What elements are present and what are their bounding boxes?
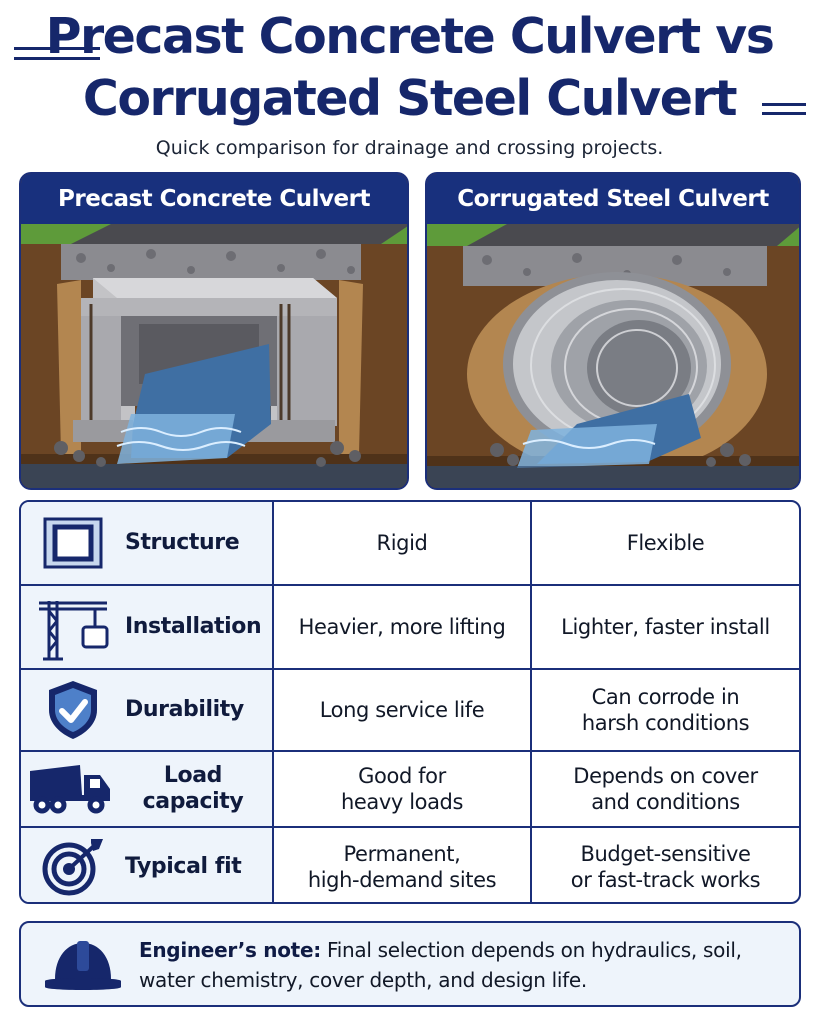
steel-value: Can corrode in harsh conditions xyxy=(581,685,750,735)
note-text: Final selection depends on hydraulics, s… xyxy=(139,938,742,992)
table-row-load-capacity: Load capacity Good for heavy loads Depen… xyxy=(21,752,799,828)
steel-value: Depends on cover and conditions xyxy=(573,764,758,814)
title-decoration-left-1 xyxy=(14,47,100,50)
concrete-value: Good for heavy loads xyxy=(274,752,532,826)
title-decoration-right-2 xyxy=(762,112,806,115)
dump-truck-icon xyxy=(21,763,120,815)
hard-hat-icon xyxy=(43,935,123,1000)
page-title: Precast Concrete Culvert vs Corrugated S… xyxy=(0,6,819,130)
subtitle: Quick comparison for drainage and crossi… xyxy=(155,137,664,159)
row-label: Durability xyxy=(125,697,244,722)
comparison-table: Structure Rigid Flexible Installation He… xyxy=(19,500,801,904)
concrete-value: Rigid xyxy=(274,502,532,584)
title-line-1: Precast Concrete Culvert vs xyxy=(45,8,775,65)
steel-value: Flexible xyxy=(626,531,705,555)
steel-value: Budget-sensitive or fast-track works xyxy=(570,842,761,892)
concrete-panel-title: Precast Concrete Culvert xyxy=(21,174,407,224)
concrete-culvert-illustration xyxy=(21,224,407,488)
target-arrow-icon xyxy=(21,837,125,897)
title-decoration-right-1 xyxy=(762,103,806,106)
steel-culvert-illustration xyxy=(427,224,799,488)
steel-value: Lighter, faster install xyxy=(561,615,770,639)
title-line-2: Corrugated Steel Culvert xyxy=(82,70,738,127)
steel-culvert-panel: Corrugated Steel Culvert xyxy=(425,172,801,490)
note-label: Engineer’s note: xyxy=(139,938,321,962)
title-decoration-left-2 xyxy=(14,57,100,60)
engineers-note: Engineer’s note: Final selection depends… xyxy=(19,921,801,1007)
concrete-value: Heavier, more lifting xyxy=(274,586,532,668)
concrete-culvert-panel: Precast Concrete Culvert xyxy=(19,172,409,490)
row-label: Typical fit xyxy=(125,854,242,879)
crane-icon xyxy=(21,593,125,661)
table-row-installation: Installation Heavier, more lifting Light… xyxy=(21,586,799,670)
square-frame-icon xyxy=(21,517,125,569)
concrete-value: Permanent, high-demand sites xyxy=(274,828,532,902)
shield-check-icon xyxy=(21,678,125,742)
row-label: Installation xyxy=(125,614,262,639)
concrete-value: Long service life xyxy=(274,670,532,750)
row-label: Load capacity xyxy=(142,763,244,814)
steel-panel-title: Corrugated Steel Culvert xyxy=(427,174,799,224)
table-row-typical-fit: Typical fit Permanent, high-demand sites… xyxy=(21,828,799,902)
table-row-durability: Durability Long service life Can corrode… xyxy=(21,670,799,752)
table-row-structure: Structure Rigid Flexible xyxy=(21,502,799,586)
row-label: Structure xyxy=(125,530,240,555)
